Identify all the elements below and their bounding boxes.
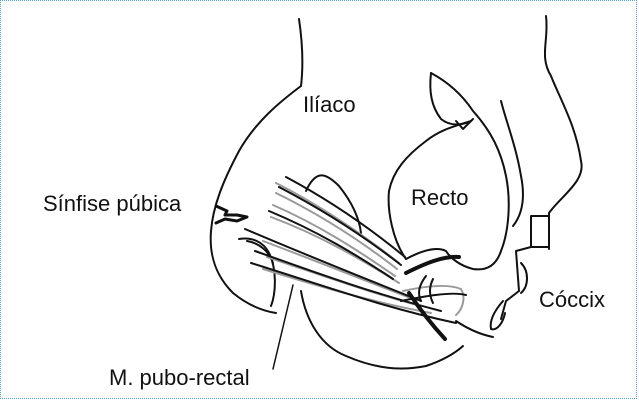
rectum-outline xyxy=(406,73,509,269)
anal-tail xyxy=(456,321,493,337)
label-iliaco: Ilíaco xyxy=(303,94,356,116)
label-recto: Recto xyxy=(411,187,468,209)
label-sinfise-pubica: Sínfise púbica xyxy=(43,193,181,215)
coccyx-segment xyxy=(521,263,527,293)
pubic-symphysis xyxy=(216,206,247,223)
pelvis-outline xyxy=(211,19,303,313)
anal-canal xyxy=(406,257,459,273)
pubic-bone xyxy=(239,239,275,306)
sacrum-inner xyxy=(501,101,523,226)
coccyx-segment xyxy=(531,216,549,247)
sacrum-outline xyxy=(545,16,582,249)
coccyx-segment xyxy=(516,247,531,291)
anal-canal-inner xyxy=(430,279,433,303)
label-pubo-rectal: M. pubo-rectal xyxy=(109,367,250,389)
label-coccix: Cóccix xyxy=(539,289,605,311)
pubo-rectal-leader xyxy=(273,285,293,369)
anal-canal xyxy=(409,293,445,339)
